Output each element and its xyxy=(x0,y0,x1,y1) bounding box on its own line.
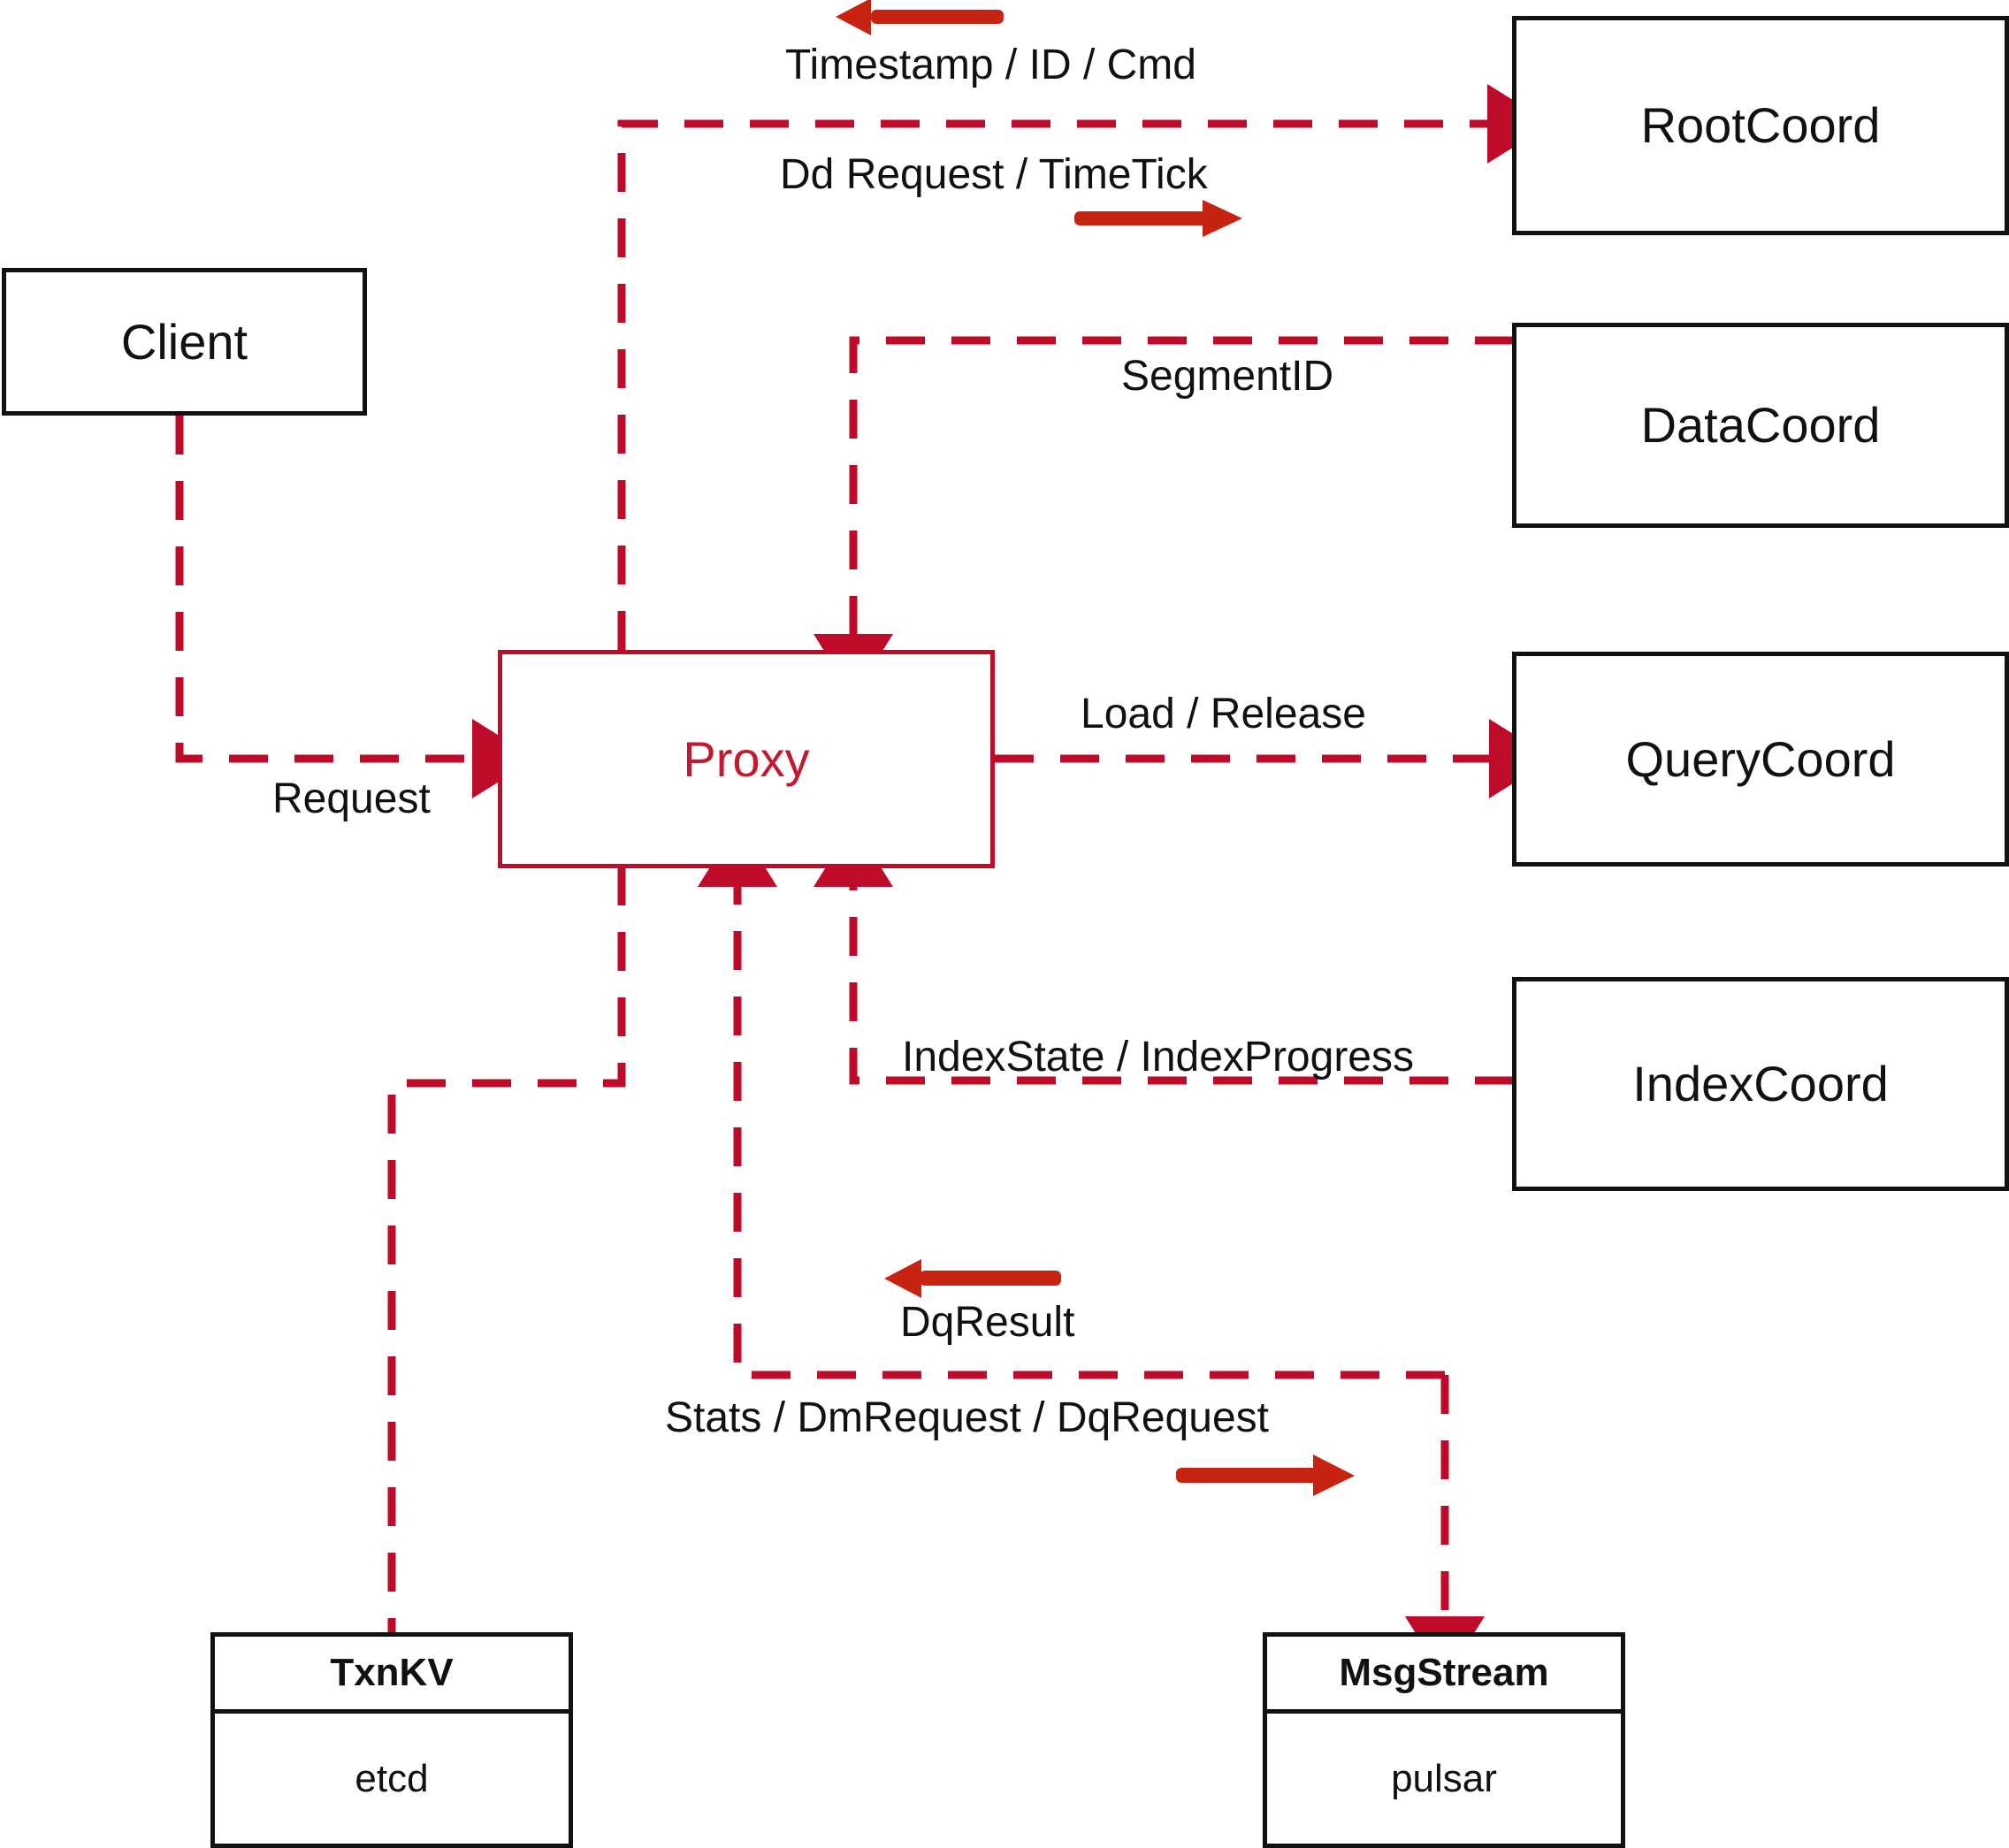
node-txnkv-body: etcd xyxy=(215,1714,569,1844)
edge-label-indexstate-indexprogress: IndexState / IndexProgress xyxy=(902,1034,1414,1081)
node-datacoord-label: DataCoord xyxy=(1640,397,1881,453)
node-datacoord[interactable]: DataCoord xyxy=(1512,323,2009,528)
edge-indexcoord-to-proxy xyxy=(814,823,1514,1085)
node-msgstream[interactable]: MsgStream pulsar xyxy=(1263,1632,1625,1848)
edge-label-dd-request-timetick: Dd Request / TimeTick xyxy=(780,151,1208,198)
node-msgstream-body-label: pulsar xyxy=(1391,1756,1497,1800)
node-txnkv-body-label: etcd xyxy=(355,1756,429,1800)
node-proxy[interactable]: Proxy xyxy=(498,650,995,868)
node-indexcoord[interactable]: IndexCoord xyxy=(1512,977,2009,1191)
edge-datacoord-to-proxy xyxy=(814,336,1514,698)
edge-label-load-release: Load / Release xyxy=(1081,691,1366,737)
node-msgstream-header-label: MsgStream xyxy=(1339,1651,1549,1694)
node-msgstream-header: MsgStream xyxy=(1267,1637,1621,1714)
node-indexcoord-label: IndexCoord xyxy=(1632,1056,1889,1111)
edge-label-stats-dmrequest-dqrequest: Stats / DmRequest / DqRequest xyxy=(665,1394,1269,1441)
edge-label-segmentid: SegmentID xyxy=(1121,353,1334,400)
node-txnkv-header: TxnKV xyxy=(215,1637,569,1714)
edge-proxy-to-rootcoord xyxy=(617,84,1551,650)
node-txnkv[interactable]: TxnKV etcd xyxy=(210,1632,573,1848)
edge-label-timestamp-id-cmd: Timestamp / ID / Cmd xyxy=(785,42,1196,88)
direction-arrow-right-ddrequest xyxy=(1074,200,1242,237)
node-rootcoord-label: RootCoord xyxy=(1640,97,1881,153)
direction-arrow-left-timestamp xyxy=(836,0,1004,35)
node-msgstream-body: pulsar xyxy=(1267,1714,1621,1844)
node-rootcoord[interactable]: RootCoord xyxy=(1512,16,2009,235)
edge-label-dqresult: DqResult xyxy=(900,1299,1075,1346)
node-querycoord-label: QueryCoord xyxy=(1625,730,1896,787)
node-proxy-label: Proxy xyxy=(683,730,810,787)
edge-client-to-proxy xyxy=(175,416,536,798)
node-querycoord[interactable]: QueryCoord xyxy=(1512,652,2009,867)
direction-arrow-left-dqresult xyxy=(884,1259,1061,1298)
node-client[interactable]: Client xyxy=(2,268,367,416)
direction-arrow-right-stats xyxy=(1176,1455,1355,1496)
node-txnkv-header-label: TxnKV xyxy=(330,1651,454,1694)
node-client-label: Client xyxy=(120,313,248,370)
edge-label-request: Request xyxy=(272,775,431,822)
edge-proxy-to-txnkv xyxy=(387,867,626,1632)
